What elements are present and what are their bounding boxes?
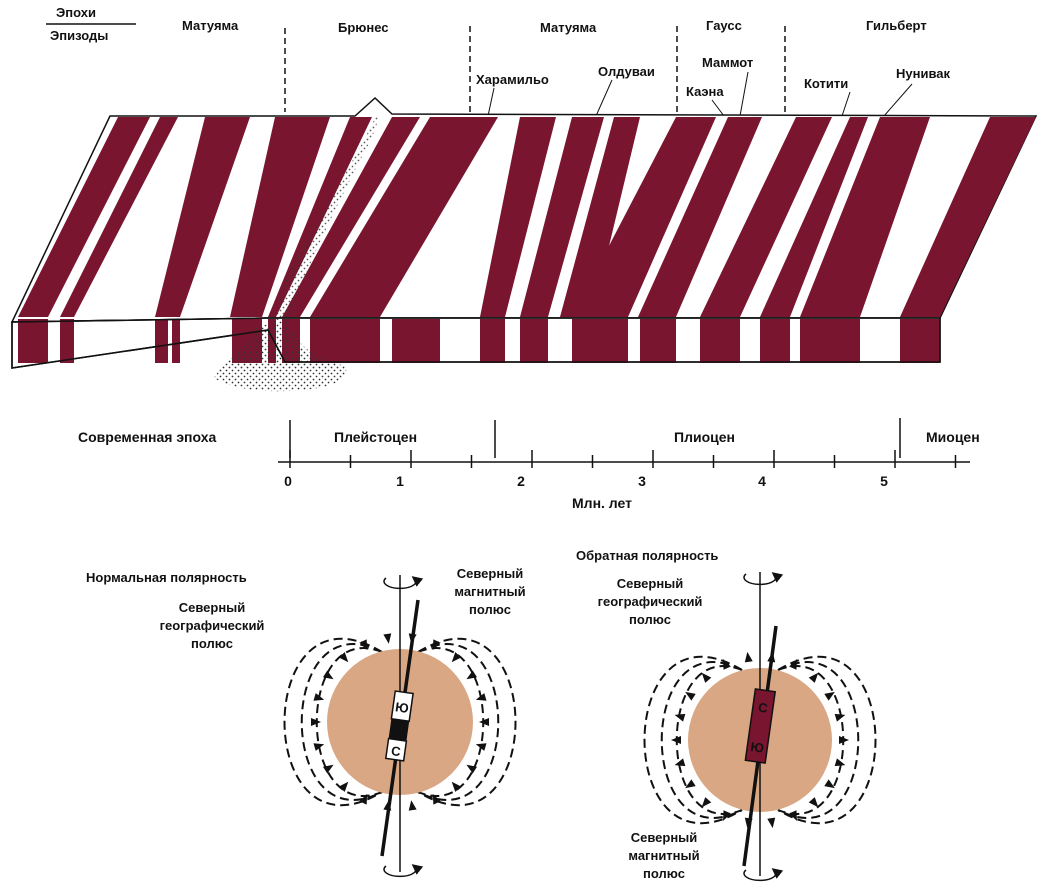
field-arrow-icon bbox=[383, 633, 392, 644]
field-arrow-icon bbox=[767, 818, 776, 829]
tick-label-3: 3 bbox=[638, 473, 646, 489]
normal-magnet-top-letter: Ю bbox=[394, 699, 409, 716]
epoch-gilbert: Гильберт bbox=[866, 18, 927, 33]
leader-kaena bbox=[712, 100, 724, 116]
period-pliocene: Плиоцен bbox=[674, 429, 735, 445]
epoch-gauss: Гаусс bbox=[706, 18, 742, 33]
leader-nunivak bbox=[884, 84, 912, 116]
field-arrow-icon bbox=[809, 797, 822, 810]
reverse-geo-label-3: полюс bbox=[629, 612, 671, 627]
normal-mag-label-2: магнитный bbox=[454, 584, 525, 599]
episode-cochiti: Котити bbox=[804, 76, 848, 91]
front-band bbox=[900, 319, 940, 363]
tick-label-4: 4 bbox=[758, 473, 766, 489]
reverse-polarity-panel: Обратная полярность Северный географичес… bbox=[576, 548, 876, 881]
field-arrow-icon bbox=[339, 652, 352, 665]
leader-olduvai bbox=[596, 80, 612, 116]
front-band bbox=[392, 319, 440, 363]
front-band bbox=[172, 319, 180, 363]
time-unit-label: Млн. лет bbox=[572, 495, 632, 511]
reverse-magnet-bottom-letter: Ю bbox=[750, 739, 765, 756]
field-arrow-icon bbox=[449, 779, 462, 792]
header-labels: Эпохи Эпизоды Матуяма Брюнес Матуяма Гау… bbox=[46, 5, 951, 116]
tick-label-0: 0 bbox=[284, 473, 292, 489]
field-arrow-icon bbox=[699, 797, 712, 810]
front-band bbox=[155, 319, 168, 363]
time-ticks bbox=[290, 450, 956, 468]
tick-label-2: 2 bbox=[517, 473, 525, 489]
front-band bbox=[700, 319, 740, 363]
normal-magnet-dark bbox=[389, 719, 410, 741]
tick-label-5: 5 bbox=[880, 473, 888, 489]
period-miocene: Миоцен bbox=[926, 429, 980, 445]
episode-nunivak: Нунивак bbox=[896, 66, 951, 81]
field-arrow-icon bbox=[699, 670, 712, 683]
period-pleistocene: Плейстоцен bbox=[334, 429, 417, 445]
time-scale: Современная эпоха Плейстоцен Плиоцен Мио… bbox=[78, 418, 980, 511]
field-arrow-icon bbox=[339, 779, 352, 792]
epochs-label: Эпохи bbox=[56, 5, 96, 20]
leader-cochiti bbox=[842, 92, 850, 116]
front-band bbox=[18, 319, 48, 363]
front-band bbox=[520, 319, 548, 363]
epoch-matuyama-1: Матуяма bbox=[182, 18, 239, 33]
leader-jaramillo bbox=[488, 88, 494, 116]
episode-jaramillo: Харамильо bbox=[476, 72, 549, 87]
front-band bbox=[310, 319, 380, 363]
normal-geo-label-3: полюс bbox=[191, 636, 233, 651]
front-band bbox=[760, 319, 790, 363]
field-arrow-icon bbox=[809, 670, 822, 683]
normal-title: Нормальная полярность bbox=[86, 570, 247, 585]
tick-label-1: 1 bbox=[396, 473, 404, 489]
front-band bbox=[640, 319, 676, 363]
reverse-geo-label-2: географический bbox=[598, 594, 703, 609]
normal-geo-label-2: географический bbox=[160, 618, 265, 633]
episodes-label: Эпизоды bbox=[50, 28, 108, 43]
reverse-mag-label-2: магнитный bbox=[628, 848, 699, 863]
front-band bbox=[800, 319, 860, 363]
front-band bbox=[572, 319, 628, 363]
episode-kaena: Каэна bbox=[686, 84, 724, 99]
field-arrow-icon bbox=[407, 800, 416, 811]
normal-mag-label-3: полюс bbox=[469, 602, 511, 617]
leader-mammoth bbox=[740, 72, 748, 116]
normal-mag-label-1: Северный bbox=[457, 566, 524, 581]
front-band bbox=[480, 319, 505, 363]
reverse-mag-label-3: полюс bbox=[643, 866, 685, 881]
field-arrow-icon bbox=[743, 651, 752, 662]
episode-olduvai: Олдуваи bbox=[598, 64, 655, 79]
epoch-brunhes: Брюнес bbox=[338, 20, 389, 35]
field-arrow-icon bbox=[449, 652, 462, 665]
front-band bbox=[60, 319, 74, 363]
period-holocene: Современная эпоха bbox=[78, 429, 216, 445]
normal-geo-label-1: Северный bbox=[179, 600, 246, 615]
epoch-matuyama-2: Матуяма bbox=[540, 20, 597, 35]
episode-mammoth: Маммот bbox=[702, 55, 753, 70]
reverse-title: Обратная полярность bbox=[576, 548, 718, 563]
ocean-floor-block bbox=[12, 98, 1036, 391]
reverse-geo-label-1: Северный bbox=[617, 576, 684, 591]
normal-polarity-panel: Нормальная полярность Северный географич… bbox=[86, 566, 526, 876]
reverse-mag-label-1: Северный bbox=[631, 830, 698, 845]
